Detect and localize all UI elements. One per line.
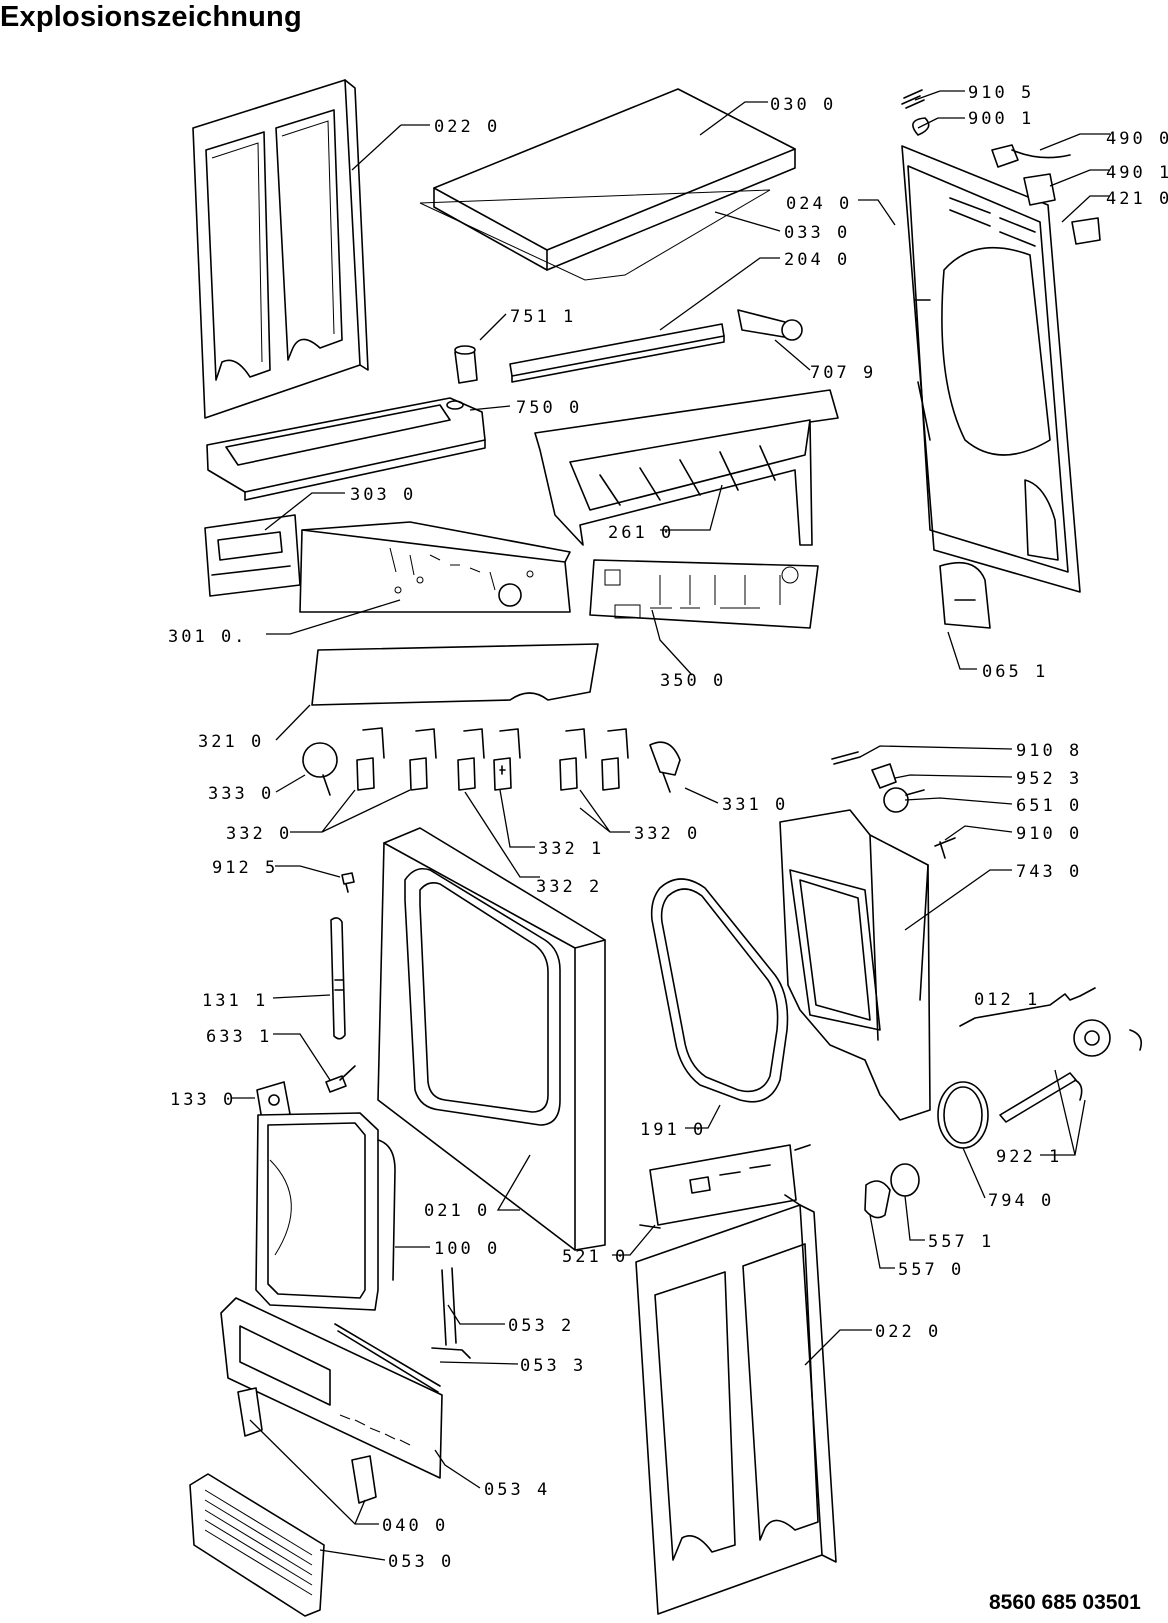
part-label-922-1: 922 1 [996, 1147, 1062, 1167]
part-label-633-1: 633 1 [206, 1027, 272, 1047]
bottom-panel [220, 1297, 443, 1479]
part-label-557-0: 557 0 [898, 1260, 964, 1280]
part-label-952-3: 952 3 [1016, 769, 1082, 789]
rear-bracket [939, 561, 991, 629]
control-pcb [589, 559, 819, 629]
part-label-033-0: 033 0 [784, 223, 850, 243]
part-label-490-0: 490 0 [1106, 129, 1168, 149]
part-label-022-0-bottom: 022 0 [875, 1322, 941, 1342]
front-bulkhead [779, 809, 931, 1121]
control-panel [299, 521, 571, 613]
part-label-743-0: 743 0 [1016, 862, 1082, 882]
cup-part [454, 345, 478, 384]
part-label-910-8: 910 8 [1016, 741, 1082, 761]
leader-lines [232, 90, 1110, 1561]
part-label-651-0: 651 0 [1016, 796, 1082, 816]
part-labels: 022 0 030 0 910 5 900 1 490 0 490 1 421 … [168, 83, 1168, 1572]
tank-housing [206, 397, 486, 501]
part-label-490-1: 490 1 [1106, 163, 1168, 183]
part-label-332-2: 332 2 [536, 877, 602, 897]
document-number: 8560 685 03501 [989, 1591, 1141, 1614]
part-label-204-0: 204 0 [784, 250, 850, 270]
sensor-part [737, 309, 803, 341]
front-panel [377, 827, 606, 1251]
part-label-021-0: 021 0 [424, 1201, 490, 1221]
power-cord-parts [901, 89, 1101, 245]
top-lid [419, 88, 796, 281]
part-label-910-5: 910 5 [968, 83, 1034, 103]
page-title: Explosionszeichnung [0, 1, 302, 33]
part-label-333-0: 333 0 [208, 784, 274, 804]
part-label-900-1: 900 1 [968, 109, 1034, 129]
part-label-912-5: 912 5 [212, 858, 278, 878]
clip-part [431, 1267, 471, 1359]
dispenser-drawer [204, 514, 301, 597]
part-label-910-0: 910 0 [1016, 824, 1082, 844]
part-label-331-0: 331 0 [722, 795, 788, 815]
part-label-100-0: 100 0 [434, 1239, 500, 1259]
door [255, 1112, 396, 1311]
door-lock-parts [256, 872, 356, 1121]
part-label-321-0: 321 0 [198, 732, 264, 752]
side-panel-left [192, 79, 369, 419]
water-tank [534, 389, 839, 546]
part-label-301-0: 301 0. [168, 627, 247, 647]
part-label-350-0: 350 0 [660, 671, 726, 691]
part-label-191-0: 191 0 [640, 1120, 706, 1140]
part-label-065-1: 065 1 [982, 662, 1048, 682]
part-label-751-1: 751 1 [510, 307, 576, 327]
part-label-303-0: 303 0 [350, 485, 416, 505]
part-label-040-0: 040 0 [382, 1516, 448, 1536]
part-label-707-9: 707 9 [810, 363, 876, 383]
part-label-261-0: 261 0 [608, 523, 674, 543]
rod-part [334, 1323, 441, 1393]
part-label-332-0-left: 332 0 [226, 824, 292, 844]
part-label-133-0: 133 0 [170, 1090, 236, 1110]
panel-cover [311, 643, 599, 706]
part-label-557-1: 557 1 [928, 1232, 994, 1252]
small-fasteners [831, 751, 956, 859]
part-label-332-1: 332 1 [538, 839, 604, 859]
part-label-012-1: 012 1 [974, 990, 1040, 1010]
door-seal [650, 878, 789, 1103]
part-label-022-0: 022 0 [434, 117, 500, 137]
rear-panel [901, 145, 1081, 593]
part-label-053-0: 053 0 [388, 1552, 454, 1572]
display-module [639, 1144, 811, 1229]
hinge-parts [237, 1387, 377, 1504]
part-label-053-4: 053 4 [484, 1480, 550, 1500]
part-label-750-0: 750 0 [516, 398, 582, 418]
knobs-and-buttons [302, 727, 681, 796]
side-panel-right [635, 1204, 837, 1615]
part-label-131-1: 131 1 [202, 991, 268, 1011]
part-label-053-2: 053 2 [508, 1316, 574, 1336]
plinth-grille [189, 1473, 325, 1617]
part-label-030-0: 030 0 [770, 95, 836, 115]
part-label-521-0: 521 0 [562, 1247, 628, 1267]
part-label-332-0-right: 332 0 [634, 824, 700, 844]
heater-bar [509, 323, 725, 383]
part-label-053-3: 053 3 [520, 1356, 586, 1376]
part-label-421-0: 421 0 [1106, 189, 1168, 209]
part-label-024-0: 024 0 [786, 194, 852, 214]
part-label-794-0: 794 0 [988, 1191, 1054, 1211]
shaft-assembly [959, 987, 1143, 1123]
